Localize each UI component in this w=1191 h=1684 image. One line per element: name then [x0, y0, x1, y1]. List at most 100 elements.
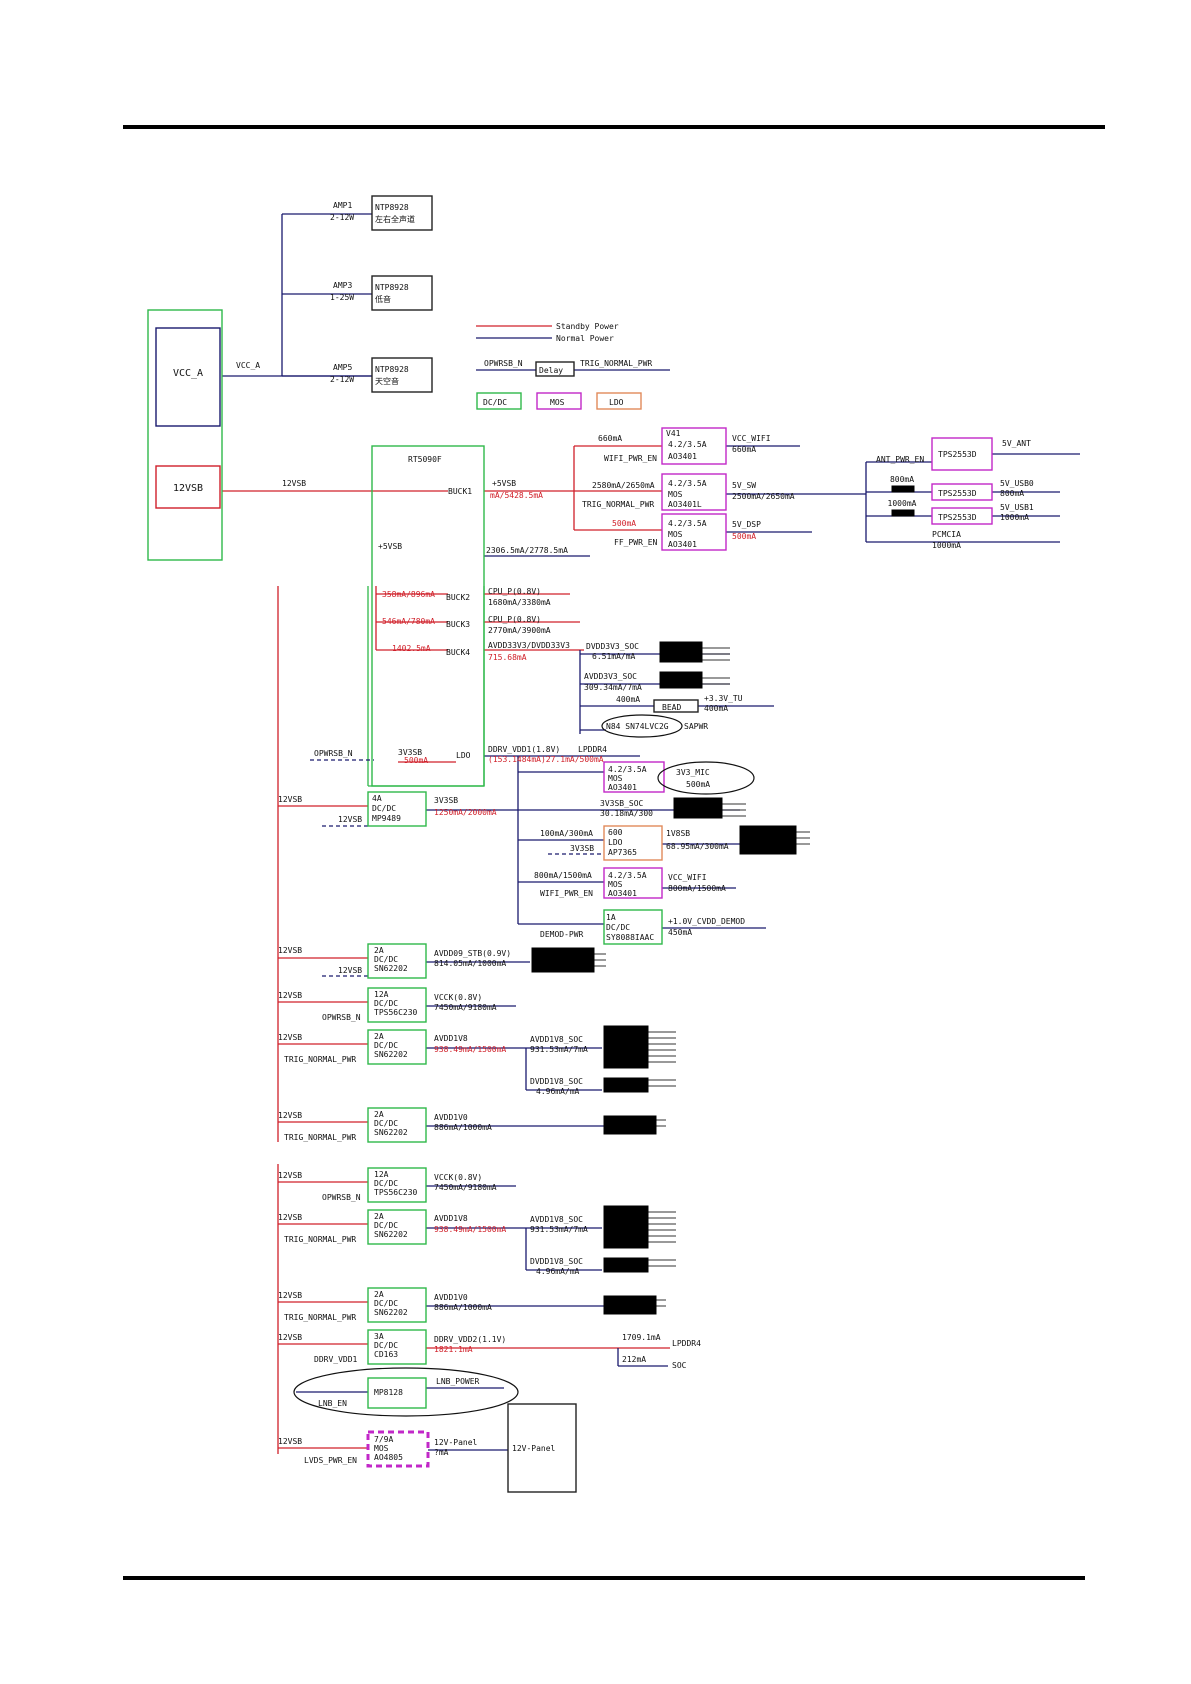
vcc-a-net-label: VCC_A: [236, 361, 260, 370]
sn-stb-type: DC/DC: [374, 955, 398, 964]
vcc-wifi-current: 660mA: [732, 445, 756, 454]
ao4805-amp: 7/9A: [374, 1435, 393, 1444]
vcck-net: VCCK(0.8V): [434, 993, 482, 1002]
redacted-block: [739, 825, 797, 855]
usb-in-current: 1000mA: [888, 499, 917, 508]
cd163-soc-label: SOC: [672, 1361, 687, 1370]
usb-in-current: 800mA: [890, 475, 914, 484]
ddrv-vdd1-current: (153.1484mA)27.1mA/500mA: [488, 755, 604, 764]
avdd1v8-soc-current: 931.53mA/7mA: [530, 1225, 588, 1234]
buck4-net: AVDD33V3/DVDD33V3: [488, 641, 570, 650]
amp-chip-name: NTP8928: [375, 283, 409, 292]
mp9489-amp: 4A: [372, 794, 382, 803]
usb-net-current: 1000mA: [1000, 513, 1029, 522]
avdd1v0-amp: 2A: [374, 1110, 384, 1119]
dvdd1v8-net: DVDD1V8_SOC: [530, 1257, 583, 1266]
avdd1v8-current: 938.49mA/1500mA: [434, 1225, 506, 1234]
cd163-12vsb: 12VSB: [278, 1333, 302, 1342]
redacted-block: [673, 797, 723, 819]
mos-dsp-box: [661, 513, 727, 551]
avdd1v8-soc-net: AVDD1V8_SOC: [530, 1215, 583, 1224]
avdd1v8-soc-net: AVDD1V8_SOC: [530, 1035, 583, 1044]
amp-chip-desc: 低音: [375, 294, 391, 304]
ao4805-12vsb: 12VSB: [278, 1437, 302, 1446]
vcck-amp: 12A: [374, 990, 389, 999]
p5vsb2-label: +5VSB: [378, 542, 402, 551]
vcc-a-block: [155, 327, 221, 427]
avdd1v0-net: AVDD1V0: [434, 1293, 468, 1302]
avdd1v8-net: AVDD1V8: [434, 1034, 468, 1043]
amp-chip-box: [371, 195, 433, 231]
buck3-in-current: 546mA/780mA: [382, 617, 435, 626]
ao4805-box: [366, 1430, 430, 1468]
amp-label: AMP1: [333, 201, 352, 210]
mos-wifi2-box: [603, 867, 663, 899]
p5vsb-label: +5VSB: [492, 479, 516, 488]
sy8088-net: +1.0V_CVDD_DEMOD: [668, 917, 745, 926]
legend-normal-text: Normal Power: [556, 334, 614, 343]
buck2-name: BUCK2: [446, 593, 470, 602]
sn74-label: N84 SN74LVC2G: [606, 722, 669, 731]
sy8088-type: DC/DC: [606, 923, 630, 932]
avdd1v0-type: DC/DC: [374, 1299, 398, 1308]
mos-wifi-enable: WIFI_PWR_EN: [604, 454, 657, 463]
mic-ellipse: [657, 761, 755, 795]
mp9489-part: MP9489: [372, 814, 401, 823]
mos-dsp-part: AO3401: [668, 540, 697, 549]
vcc-wifi-net: VCC_WIFI: [732, 434, 771, 443]
bottom-rule: [123, 1576, 1085, 1580]
mp8128-box: [367, 1377, 427, 1409]
pcmcia-label: PCMCIA: [932, 530, 961, 539]
mos-wifi-in: 660mA: [598, 434, 622, 443]
avdd1v8-amp: 2A: [374, 1032, 384, 1041]
avdd3v3-net: AVDD3V3_SOC: [584, 672, 637, 681]
buck1-label: BUCK1: [448, 487, 472, 496]
legend-opwrsb: OPWRSB_N: [484, 359, 523, 368]
avdd1v8-enable: TRIG_NORMAL_PWR: [284, 1235, 356, 1244]
ap7365-net: 1V8SB: [666, 829, 690, 838]
avdd1v8-box: [367, 1029, 427, 1065]
bead-out-current: 400mA: [704, 704, 728, 713]
avdd1v8-12vsb: 12VSB: [278, 1213, 302, 1222]
vcck-current: 7450mA/9180mA: [434, 1183, 497, 1192]
sn-stb-box: [367, 943, 427, 979]
redacted-block: [891, 485, 915, 493]
redacted-block: [531, 947, 595, 973]
amp-chip-box: [371, 275, 433, 311]
mos-wifi-part: AO3401: [668, 452, 697, 461]
ddrv-vdd1-net: DDRV_VDD1(1.8V): [488, 745, 560, 754]
legend-ldo-text: LDO: [609, 398, 624, 407]
vcck-enable: OPWRSB_N: [322, 1013, 361, 1022]
bead-net: +3.3V_TU: [704, 694, 743, 703]
sn74-pwr: SAPWR: [684, 722, 708, 731]
mp9489-type: DC/DC: [372, 804, 396, 813]
mos-mic-box: [603, 761, 665, 793]
redacted-block: [659, 671, 703, 689]
five-v-ant-net: 5V_ANT: [1002, 439, 1031, 448]
legend-delay-text: Delay: [539, 366, 563, 375]
mos-wifi-spec: 4.2/3.5A: [668, 440, 707, 449]
twelve-vsb-net: 12VSB: [282, 479, 306, 488]
ao4805-current: ?mA: [434, 1448, 449, 1457]
legend-mos-box: [536, 392, 582, 410]
sy8088-current: 450mA: [668, 928, 692, 937]
redacted-block: [659, 641, 703, 663]
vcck-12vsb: 12VSB: [278, 1171, 302, 1180]
amp-chip-desc: 天空音: [375, 376, 399, 386]
five-v-dsp-current: 500mA: [732, 532, 756, 541]
amp-chip-desc: 左右全声道: [375, 214, 415, 224]
avdd1v8-part: SN62202: [374, 1230, 408, 1239]
avdd1v0-type: DC/DC: [374, 1119, 398, 1128]
dvdd3v3-current: 6.51mA/mA: [592, 652, 636, 661]
mos-dsp-in: 500mA: [612, 519, 636, 528]
redacted-block: [603, 1025, 649, 1069]
five-v-sw-net: 5V_SW: [732, 481, 756, 490]
tps-usb-name: TPS2553D: [938, 513, 977, 522]
avdd1v8-box: [367, 1209, 427, 1245]
mos-wifi2-part: AO3401: [608, 889, 637, 898]
sn-stb-12vsb: 12VSB: [278, 946, 302, 955]
mos-sw-part: AO3401L: [668, 500, 702, 509]
avdd3v3-current: 309.34mA/7mA: [584, 683, 642, 692]
lpddr4-current: 1709.1mA: [622, 1333, 661, 1342]
sn-stb-amp: 2A: [374, 946, 384, 955]
